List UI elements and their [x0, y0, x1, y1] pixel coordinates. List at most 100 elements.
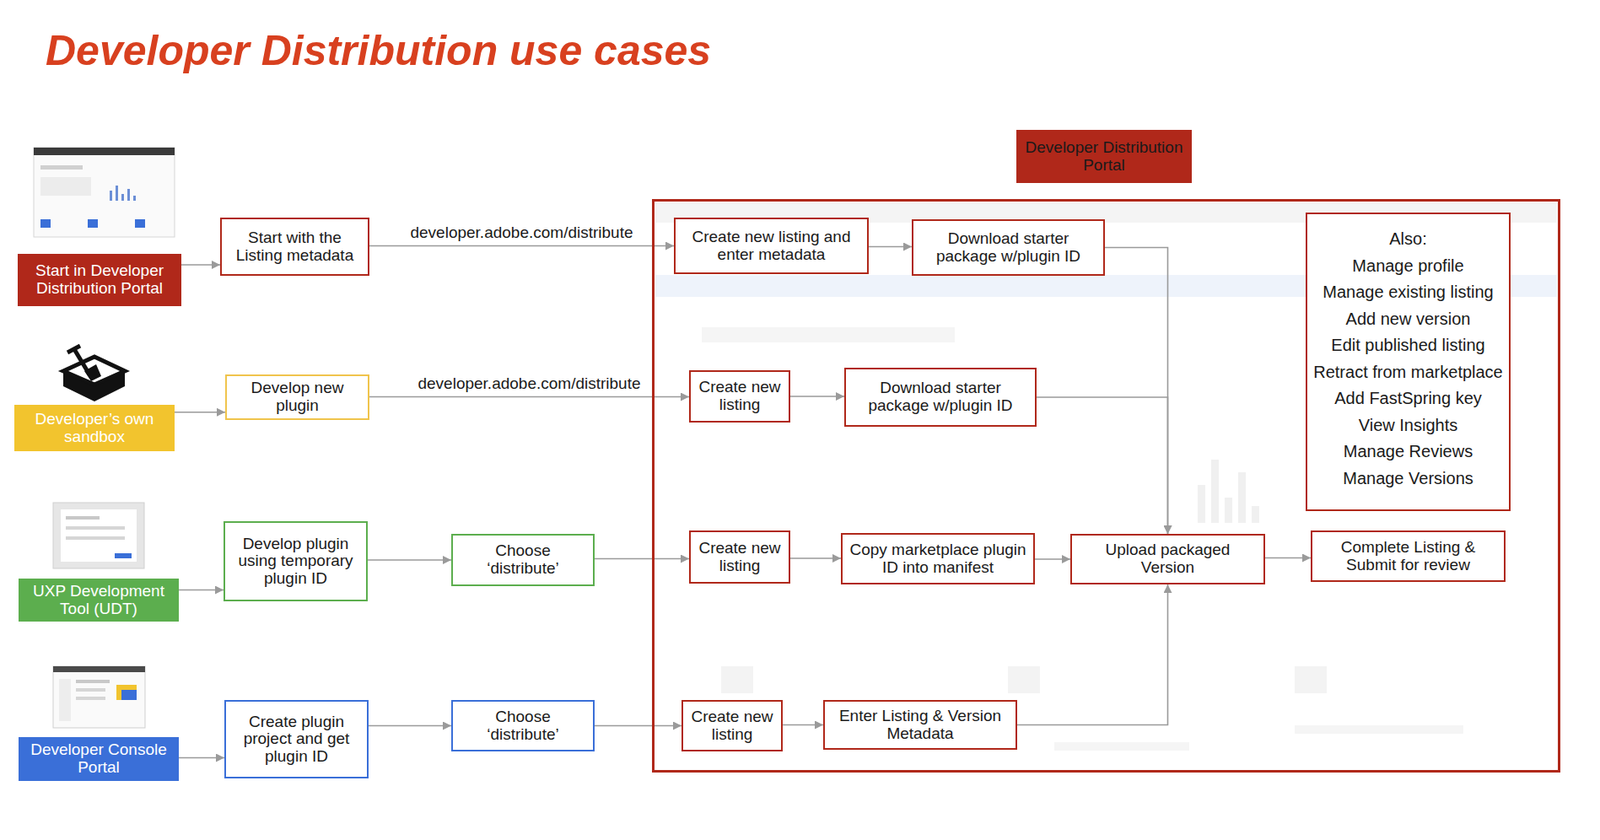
shovel-blade — [84, 364, 102, 382]
box-text: Complete Listing & Submit for review — [1318, 538, 1498, 574]
flow-arrow — [1036, 397, 1169, 534]
process-box: Develop new plugin — [225, 374, 370, 421]
sandbox-top — [63, 356, 125, 385]
thumbnail-line — [75, 688, 106, 692]
box-text: Manage Versions — [1313, 465, 1504, 493]
flow-arrow — [1017, 584, 1169, 726]
screenshot-bar — [1197, 484, 1206, 523]
thumbnail-panel — [40, 177, 92, 196]
box-text: Create new listing — [689, 708, 776, 744]
screenshot-bar — [1238, 472, 1246, 523]
box-text: Add FastSpring key — [1313, 385, 1504, 413]
process-box: Download starter package w/plugin ID — [844, 367, 1037, 427]
thumbnail-image — [116, 684, 137, 701]
process-box: Create plugin project and get plugin ID — [224, 700, 369, 779]
process-box: Develop plugin using temporary plugin ID — [223, 521, 368, 602]
thumbnail-line — [75, 696, 106, 701]
box-text: Add new version — [1313, 306, 1504, 334]
flow-arrow — [174, 411, 226, 414]
udt-thumbnail — [53, 502, 145, 569]
thumbnail-line — [65, 526, 125, 530]
box-text: UXP Development Tool (UDT) — [24, 582, 173, 618]
note-box: Also:Manage profileManage existing listi… — [1305, 212, 1511, 512]
box-text: Also: — [1313, 226, 1504, 254]
thumbnail-line — [40, 165, 83, 170]
box-text: Develop new plugin — [232, 379, 362, 415]
box-text: View Insights — [1313, 412, 1504, 440]
page-title: Developer Distribution use cases — [45, 25, 712, 76]
process-box: Create new listing and enter metadata — [673, 217, 869, 275]
flow-arrow — [178, 757, 225, 760]
screenshot-card — [1294, 666, 1327, 694]
screenshot-bar — [1211, 459, 1219, 523]
process-box: Create new listing — [689, 370, 791, 423]
source-tag: Developer’s own sandbox — [14, 404, 175, 452]
thumbnail-chart — [121, 193, 124, 201]
box-text: Start with the Listing metadata — [227, 229, 362, 264]
flow-arrow — [868, 246, 912, 248]
box-text: Start in Developer Distribution Portal — [23, 262, 176, 297]
flow-arrow — [1265, 557, 1311, 560]
box-text: Manage Reviews — [1313, 438, 1504, 466]
box-text: Upload packaged Version — [1077, 541, 1258, 577]
thumbnail-frame — [53, 666, 146, 728]
box-text: Developer Console Portal — [24, 741, 173, 776]
thumbnail-image — [121, 689, 137, 701]
box-text: Manage profile — [1313, 253, 1504, 281]
process-box: Create new listing — [681, 700, 783, 752]
flow-arrow — [369, 396, 690, 399]
box-text: Retract from marketplace — [1313, 359, 1504, 387]
source-tag: Developer Console Portal — [18, 737, 179, 782]
process-box: Choose ‘distribute’ — [451, 533, 595, 587]
thumbnail-bar — [33, 147, 175, 156]
process-box: Upload packaged Version — [1070, 533, 1266, 585]
flow-arrow — [369, 245, 674, 248]
thumbnail-chart — [133, 195, 136, 201]
thumbnail-frame — [53, 502, 145, 569]
edge-label: developer.adobe.com/distribute — [407, 224, 636, 243]
process-box: Complete Listing & Submit for review — [1310, 530, 1506, 582]
box-text: Download starter package w/plugin ID — [919, 230, 1098, 265]
shovel-grip — [67, 345, 81, 353]
screenshot-bar — [1251, 506, 1260, 523]
screenshot-card — [1007, 666, 1040, 694]
box-text: Edit published listing — [1313, 332, 1504, 360]
thumbnail-icon — [40, 219, 51, 228]
flow-arrow — [782, 724, 824, 727]
source-tag: Start in Developer Distribution Portal — [17, 253, 182, 307]
thumbnail-side — [59, 678, 71, 722]
screenshot-line — [1294, 725, 1464, 734]
box-text: Copy marketplace plugin ID into manifest — [848, 541, 1028, 577]
box-text: Manage existing listing — [1313, 279, 1504, 307]
flow-arrow — [181, 263, 221, 266]
screenshot-bar — [1224, 497, 1233, 523]
thumbnail-icon — [87, 219, 98, 228]
flow-arrow — [790, 557, 841, 560]
box-text: Choose ‘distribute’ — [458, 542, 588, 577]
box-text: Enter Listing & Version Metadata — [830, 707, 1010, 743]
process-box: Download starter package w/plugin ID — [911, 219, 1105, 276]
thumbnail-chart — [115, 185, 119, 201]
thumbnail-line — [75, 679, 110, 684]
screenshot-card — [721, 666, 754, 694]
flow-arrow — [368, 725, 452, 728]
flow-arrow — [178, 589, 224, 592]
box-text: Developer’s own sandbox — [20, 410, 169, 446]
flow-arrow — [367, 559, 452, 561]
thumbnail-button — [114, 553, 132, 559]
box-text: Create plugin project and get plugin ID — [231, 713, 361, 766]
thumbnail-frame — [33, 147, 175, 238]
flow-arrow — [1034, 558, 1071, 561]
box-text: Download starter package w/plugin ID — [851, 379, 1029, 415]
console-thumbnail — [53, 666, 146, 728]
flow-arrow — [594, 725, 682, 728]
thumbnail-line — [65, 516, 100, 520]
thumbnail-panel — [60, 509, 137, 562]
screenshot-heading — [701, 327, 955, 343]
thumbnail-chart — [109, 190, 113, 201]
thumbnail-line — [65, 536, 125, 540]
thumbnail-bar — [53, 666, 146, 673]
thumbnail-icon — [134, 219, 146, 228]
process-box: Start with the Listing metadata — [220, 217, 370, 276]
portal-screenshot — [655, 202, 1557, 751]
